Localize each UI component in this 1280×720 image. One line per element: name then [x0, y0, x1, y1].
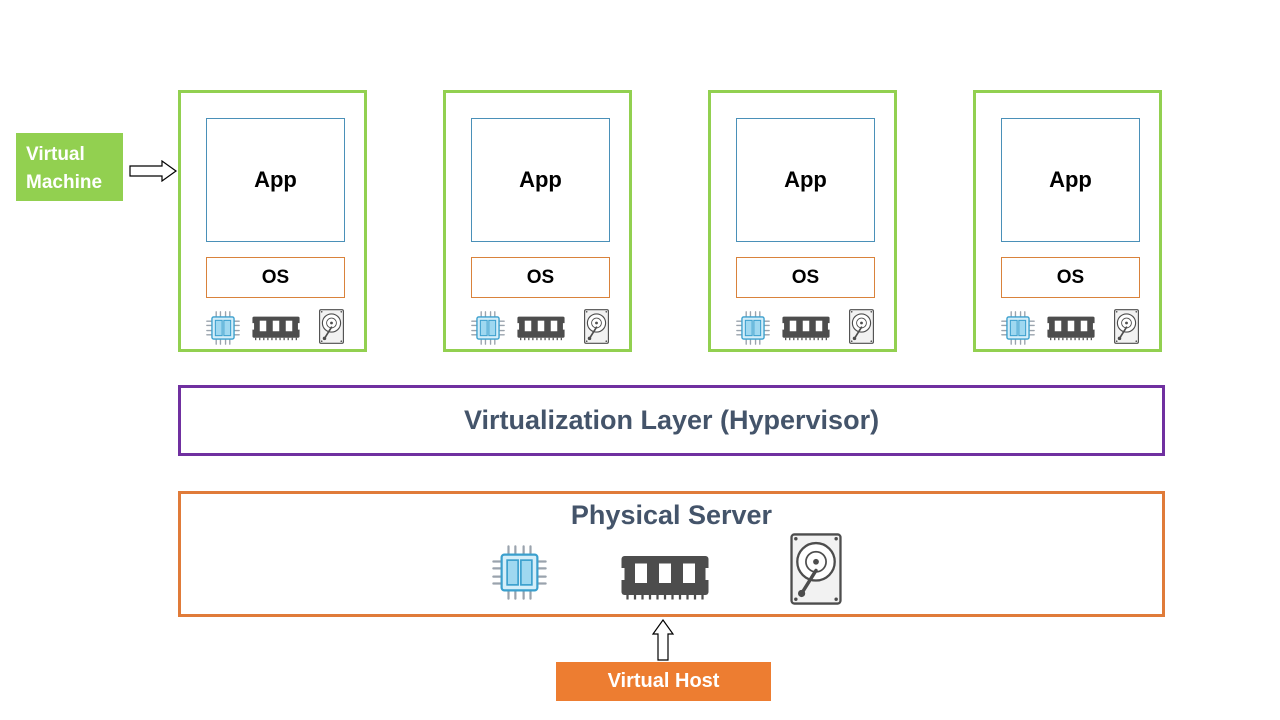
hard-disk-icon — [583, 309, 610, 344]
app-box: App — [1001, 118, 1140, 242]
hard-disk-icon — [790, 533, 842, 605]
ram-module-icon — [1046, 315, 1096, 341]
hard-disk-icon — [848, 309, 875, 344]
physical-server-title: Physical Server — [570, 500, 773, 530]
hard-disk-icon — [1113, 309, 1140, 344]
right-arrow-icon — [129, 160, 178, 182]
cpu-chip-icon — [1001, 311, 1035, 345]
virtual-machine-2: App OS — [443, 90, 632, 352]
os-box: OS — [1001, 257, 1140, 298]
ram-module-icon — [618, 553, 712, 601]
os-box: OS — [206, 257, 345, 298]
hypervisor-label: Virtualization Layer (Hypervisor) — [463, 405, 880, 435]
cpu-chip-icon — [736, 311, 770, 345]
cpu-chip-icon — [471, 311, 505, 345]
os-box: OS — [471, 257, 610, 298]
ram-module-icon — [251, 315, 301, 341]
os-box: OS — [736, 257, 875, 298]
virtual-machine-3: App OS — [708, 90, 897, 352]
virtual-machine-4: App OS — [973, 90, 1162, 352]
cpu-chip-icon — [492, 545, 547, 600]
app-box: App — [206, 118, 345, 242]
cpu-chip-icon — [206, 311, 240, 345]
physical-server: Physical Server — [178, 491, 1165, 617]
hypervisor-layer: Virtualization Layer (Hypervisor) — [178, 385, 1165, 456]
hard-disk-icon — [318, 309, 345, 344]
callout-line-2: Machine — [26, 172, 103, 193]
app-box: App — [736, 118, 875, 242]
up-arrow-icon — [651, 619, 675, 661]
ram-module-icon — [516, 315, 566, 341]
virtual-host-callout: Virtual Host — [556, 662, 771, 701]
virtual-machine-callout: Virtual Machine — [16, 133, 123, 201]
app-box: App — [471, 118, 610, 242]
virtual-machine-1: App OS — [178, 90, 367, 352]
virtual-host-label: Virtual Host — [607, 670, 720, 692]
callout-line-1: Virtual — [26, 144, 85, 165]
ram-module-icon — [781, 315, 831, 341]
